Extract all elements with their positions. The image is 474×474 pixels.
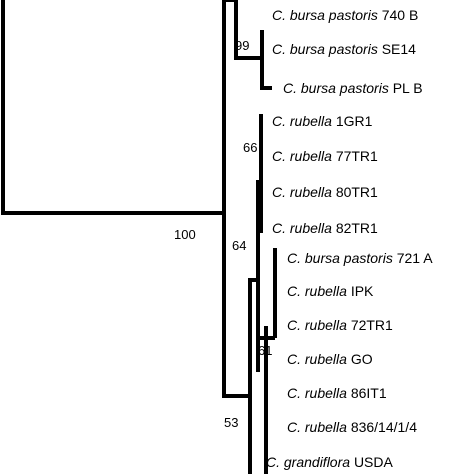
taxon-label: C. rubella 1GR1: [272, 113, 373, 129]
support-value-100: 100: [174, 227, 196, 242]
tree-branches: [1, 0, 277, 474]
support-value-99: 99: [235, 38, 249, 53]
taxon-label: C. bursa pastoris SE14: [272, 41, 416, 57]
support-values: 99 100 66 64 61 53: [174, 38, 272, 430]
support-value-61: 61: [258, 343, 272, 358]
taxon-label: C. rubella 72TR1: [287, 317, 393, 333]
taxon-label: C. rubella 80TR1: [272, 184, 378, 200]
taxon-label: C. rubella 836/14/1/4: [287, 419, 417, 435]
taxon-label: C. rubella 86IT1: [287, 385, 387, 401]
taxon-labels: C. bursa pastoris 740 B C. bursa pastori…: [266, 7, 433, 470]
taxon-label: C. grandiflora USDA: [266, 454, 393, 470]
taxon-label: C. bursa pastoris 740 B: [272, 7, 418, 23]
support-value-66: 66: [243, 140, 257, 155]
taxon-label: C. bursa pastoris 721 A: [287, 250, 433, 266]
taxon-label: C. bursa pastoris PL B: [283, 80, 423, 96]
support-value-64: 64: [232, 238, 246, 253]
taxon-label: C. rubella IPK: [287, 283, 374, 299]
taxon-label: C. rubella 82TR1: [272, 220, 378, 236]
support-value-53: 53: [224, 415, 238, 430]
taxon-label: C. rubella 77TR1: [272, 148, 378, 164]
taxon-label: C. rubella GO: [287, 351, 373, 367]
